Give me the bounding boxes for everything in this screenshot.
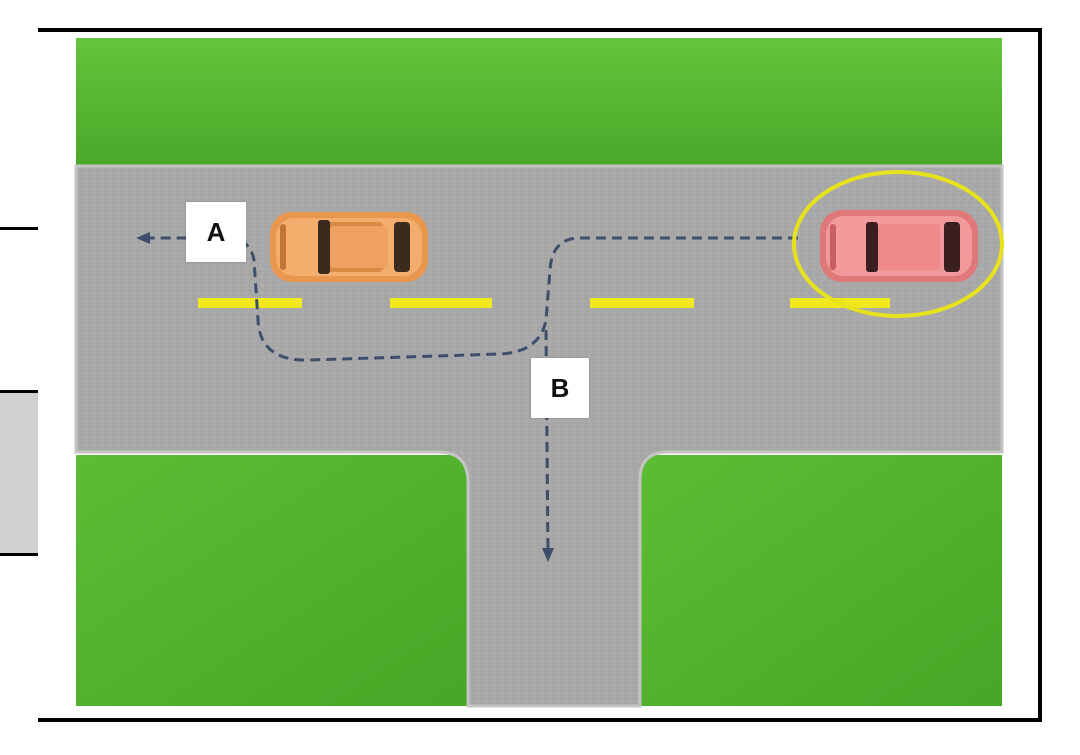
left-cell-2 [0, 230, 38, 393]
route-a-arrowhead [136, 232, 150, 244]
grass-bottom-left [76, 455, 468, 706]
grass-top [76, 38, 1002, 166]
grass-bottom-right [640, 455, 1002, 706]
red-car [820, 210, 978, 282]
orange-car [270, 212, 428, 282]
left-cell-1 [0, 32, 38, 230]
left-cell-3-selected[interactable] [0, 393, 38, 556]
route-b-label: B [531, 358, 589, 418]
red-car-highlight-ring [792, 170, 1004, 318]
route-b-arrowhead [542, 548, 554, 562]
route-a-label: A [186, 202, 246, 262]
road [74, 164, 1004, 708]
